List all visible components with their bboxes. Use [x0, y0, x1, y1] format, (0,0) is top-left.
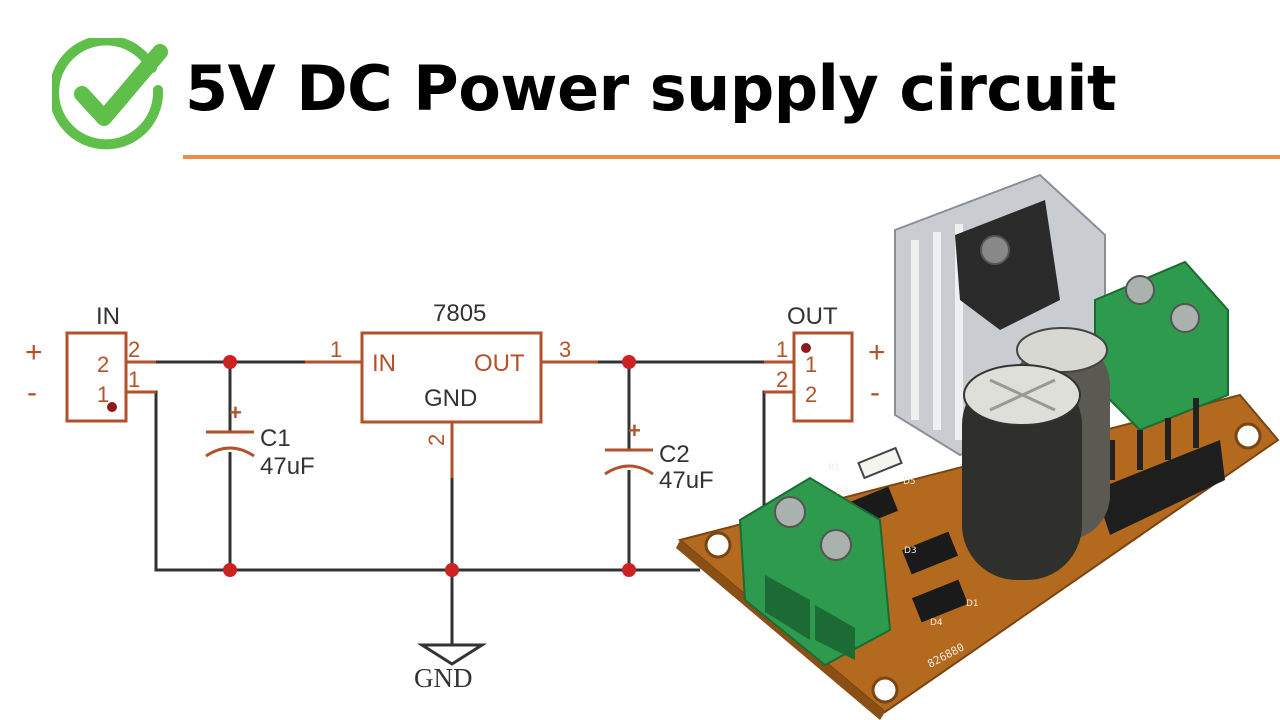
- wire-gnd-in: [126, 390, 700, 572]
- c1-ref: C1: [260, 425, 291, 452]
- junction-dot: [223, 563, 237, 577]
- input-connector-ref: IN: [96, 303, 120, 330]
- regulator-pin-gnd: 2: [424, 434, 449, 446]
- mounting-hole: [871, 676, 899, 704]
- output-plus: +: [868, 336, 886, 369]
- voltage-regulator-7805: 7805 IN OUT GND 1 3 2: [330, 300, 571, 446]
- c1-polarity: +: [229, 400, 242, 425]
- wire-out-gnd: [762, 390, 794, 505]
- regulator-out-label: OUT: [474, 350, 525, 377]
- silk-label: D4: [930, 618, 943, 628]
- diode: [911, 579, 969, 623]
- c1-value: 47uF: [260, 453, 315, 480]
- c2-polarity: +: [628, 418, 641, 443]
- capacitor-c1: + C1 47uF: [205, 400, 315, 480]
- junction-dot: [622, 355, 636, 369]
- ground-label: GND: [414, 663, 473, 693]
- input-terminal-block: [738, 476, 892, 667]
- input-plus: +: [25, 336, 43, 369]
- junction-dot: [223, 355, 237, 369]
- c2-ref: C2: [659, 441, 690, 468]
- mounting-hole: [1234, 422, 1262, 450]
- input-pin-label: 2: [97, 352, 109, 377]
- regulator-gnd-label: GND: [424, 385, 477, 412]
- silk-label: D5: [903, 477, 916, 487]
- check-circle-icon: [52, 38, 168, 150]
- capacitor-c2: + C2 47uF: [604, 418, 714, 494]
- output-pin-label: 2: [805, 382, 817, 407]
- ground-symbol: GND: [414, 643, 488, 693]
- electrolytic-capacitor: [962, 364, 1082, 580]
- silk-label: D3: [904, 546, 917, 556]
- input-pin-label: 1: [97, 382, 109, 407]
- silk-label: R1: [828, 463, 840, 473]
- input-pin-number: 2: [128, 337, 140, 362]
- regulator-in-label: IN: [372, 350, 396, 377]
- regulator-name: 7805: [433, 300, 486, 327]
- input-minus: -: [27, 376, 37, 409]
- regulator-module-board: 826880 R1 D5 D2 D3 D1 D4: [676, 173, 1280, 720]
- output-connector: OUT 1 2 1 2 + -: [776, 303, 886, 423]
- regulator-pin-out: 3: [559, 337, 571, 362]
- output-minus: -: [870, 376, 880, 409]
- page-title: 5V DC Power supply circuit: [185, 52, 1117, 125]
- diode: [901, 531, 959, 575]
- input-connector: IN 2 1 2 1 + -: [25, 303, 140, 423]
- regulator-pin-in: 1: [330, 337, 342, 362]
- output-pin-number: 1: [776, 337, 788, 362]
- pin-header: [1095, 398, 1225, 535]
- led: [857, 446, 903, 480]
- output-terminal-block: [1094, 260, 1229, 432]
- output-connector-ref: OUT: [787, 303, 838, 330]
- title-underline: [183, 155, 1280, 159]
- output-pin-number: 2: [776, 367, 788, 392]
- output-pin-label: 1: [805, 352, 817, 377]
- mounting-hole: [704, 531, 732, 559]
- c2-value: 47uF: [659, 467, 714, 494]
- junction-dot: [622, 563, 636, 577]
- input-pin-number: 1: [128, 367, 140, 392]
- junction-dot: [445, 563, 459, 577]
- silk-label: D2: [836, 487, 849, 497]
- silk-label: D1: [966, 599, 979, 609]
